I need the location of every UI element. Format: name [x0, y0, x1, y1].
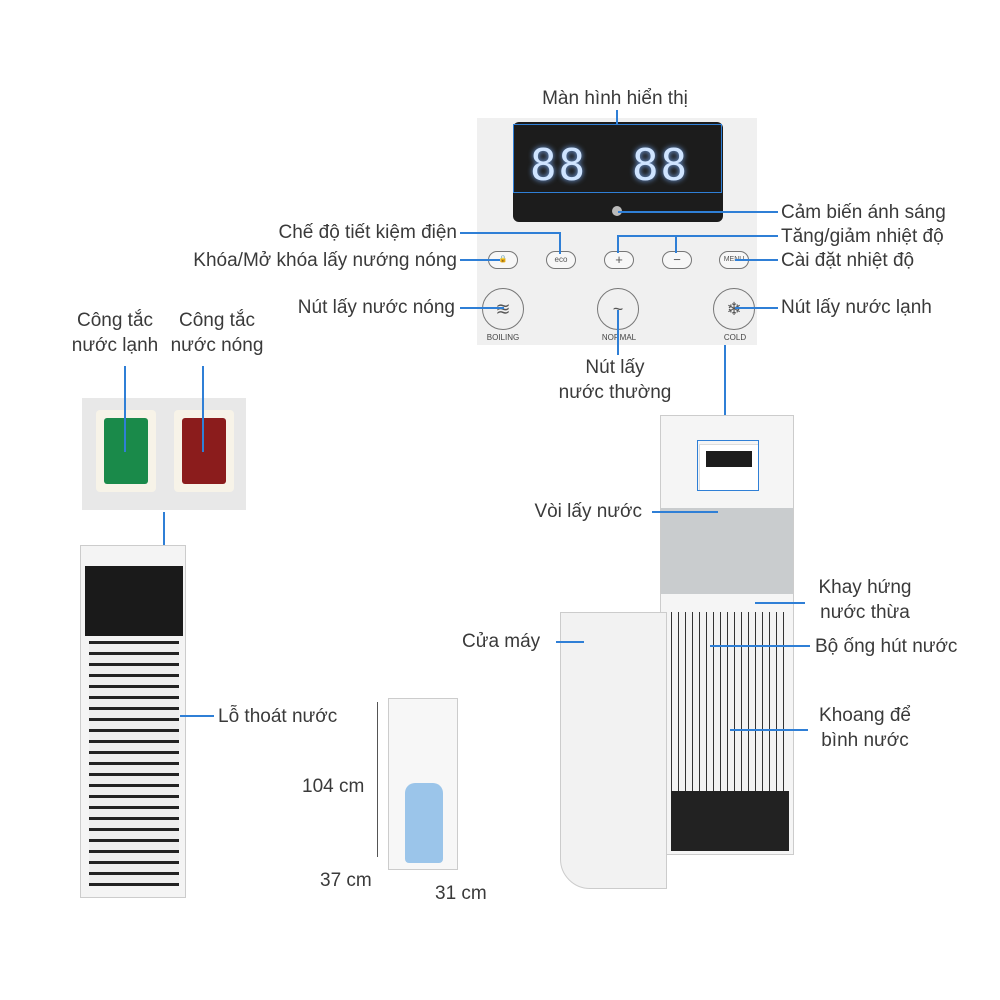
label-line: nước nóng — [170, 335, 264, 356]
label-eco-mode: Chế độ tiết kiệm điện — [278, 222, 458, 243]
label-cold-button: Nút lấy nước lạnh — [781, 297, 932, 318]
leader-line — [755, 602, 805, 604]
label-display: Màn hình hiển thị — [542, 88, 688, 109]
label-hot-switch: Công tắc nước nóng — [157, 308, 277, 358]
label-faucet: Vòi lấy nước — [534, 501, 642, 522]
leader-line — [617, 235, 778, 237]
label-line: nước thừa — [820, 602, 910, 623]
leader-line — [724, 345, 726, 440]
label-line: nước thường — [558, 382, 672, 403]
lock-button[interactable]: 🔒 — [488, 251, 518, 269]
dispenser-front-view — [660, 415, 794, 855]
minus-button[interactable]: − — [662, 251, 692, 269]
door — [560, 612, 667, 889]
boiling-caption: BOILING — [486, 333, 520, 342]
label-lock: Khóa/Mở khóa lấy nướng nóng — [193, 250, 457, 271]
label-bottle-compartment: Khoang để bình nước — [795, 703, 935, 753]
leader-line — [163, 512, 165, 548]
leader-line — [202, 366, 204, 452]
label-temp-adjust: Tăng/giảm nhiệt độ — [781, 226, 944, 247]
display-screen — [513, 122, 723, 222]
label-door: Cửa máy — [462, 631, 541, 652]
leader-line — [460, 259, 500, 261]
label-drip-tray: Khay hứng nước thừa — [795, 575, 935, 625]
label-line: bình nước — [821, 730, 909, 751]
leader-line — [675, 235, 677, 253]
label-light-sensor: Cảm biến ánh sáng — [781, 202, 946, 223]
leader-line — [735, 259, 778, 261]
label-drain: Lỗ thoát nước — [218, 706, 338, 727]
hot-switch[interactable] — [174, 410, 234, 492]
dimension-line — [377, 702, 378, 857]
leader-line — [559, 232, 561, 254]
label-depth: 37 cm — [320, 870, 372, 891]
leader-line — [460, 232, 560, 234]
leader-line — [616, 110, 618, 124]
label-hot-button: Nút lấy nước nóng — [297, 297, 455, 318]
water-drop-icon: ~ — [612, 299, 624, 319]
panel-highlight-box — [697, 440, 759, 491]
dispenser-small-view — [388, 698, 458, 870]
leader-line — [710, 645, 810, 647]
leader-line — [617, 235, 619, 253]
leader-line — [460, 307, 504, 309]
label-line: Nút lấy — [585, 357, 645, 378]
label-line: nước lạnh — [71, 335, 159, 356]
cold-button[interactable]: ❄ — [713, 288, 755, 330]
leader-line — [617, 310, 619, 355]
leader-line — [124, 366, 126, 452]
dispenser-back-view — [80, 545, 186, 898]
leader-line — [730, 729, 808, 731]
cold-switch[interactable] — [96, 410, 156, 492]
snowflake-icon: ❄ — [726, 299, 742, 319]
cold-caption: COLD — [723, 333, 747, 342]
label-line: Công tắc — [76, 310, 154, 331]
display-digits-right: 88 — [632, 140, 689, 191]
steam-icon: ≋ — [495, 299, 511, 319]
leader-line — [618, 211, 778, 213]
label-cold-switch: Công tắc nước lạnh — [55, 308, 175, 358]
leader-line — [652, 511, 718, 513]
eco-button[interactable]: eco — [546, 251, 576, 269]
label-height: 104 cm — [302, 776, 365, 797]
label-suction-tube: Bộ ống hút nước — [815, 636, 958, 657]
boiling-button[interactable]: ≋ — [482, 288, 524, 330]
light-sensor-icon — [612, 206, 622, 216]
label-line: Khay hứng — [818, 577, 912, 598]
label-normal-button: Nút lấy nước thường — [515, 355, 715, 405]
label-line: Khoang để — [819, 705, 911, 726]
display-digits-left: 88 — [530, 140, 587, 191]
leader-line — [180, 715, 214, 717]
leader-line — [556, 641, 584, 643]
leader-line — [735, 307, 778, 309]
normal-caption: NORMAL — [589, 333, 649, 342]
label-width: 31 cm — [435, 883, 487, 904]
label-line: Công tắc — [178, 310, 256, 331]
label-temp-setting: Cài đặt nhiệt độ — [781, 250, 915, 271]
plus-button[interactable]: + — [604, 251, 634, 269]
display-highlight-box — [513, 124, 722, 193]
